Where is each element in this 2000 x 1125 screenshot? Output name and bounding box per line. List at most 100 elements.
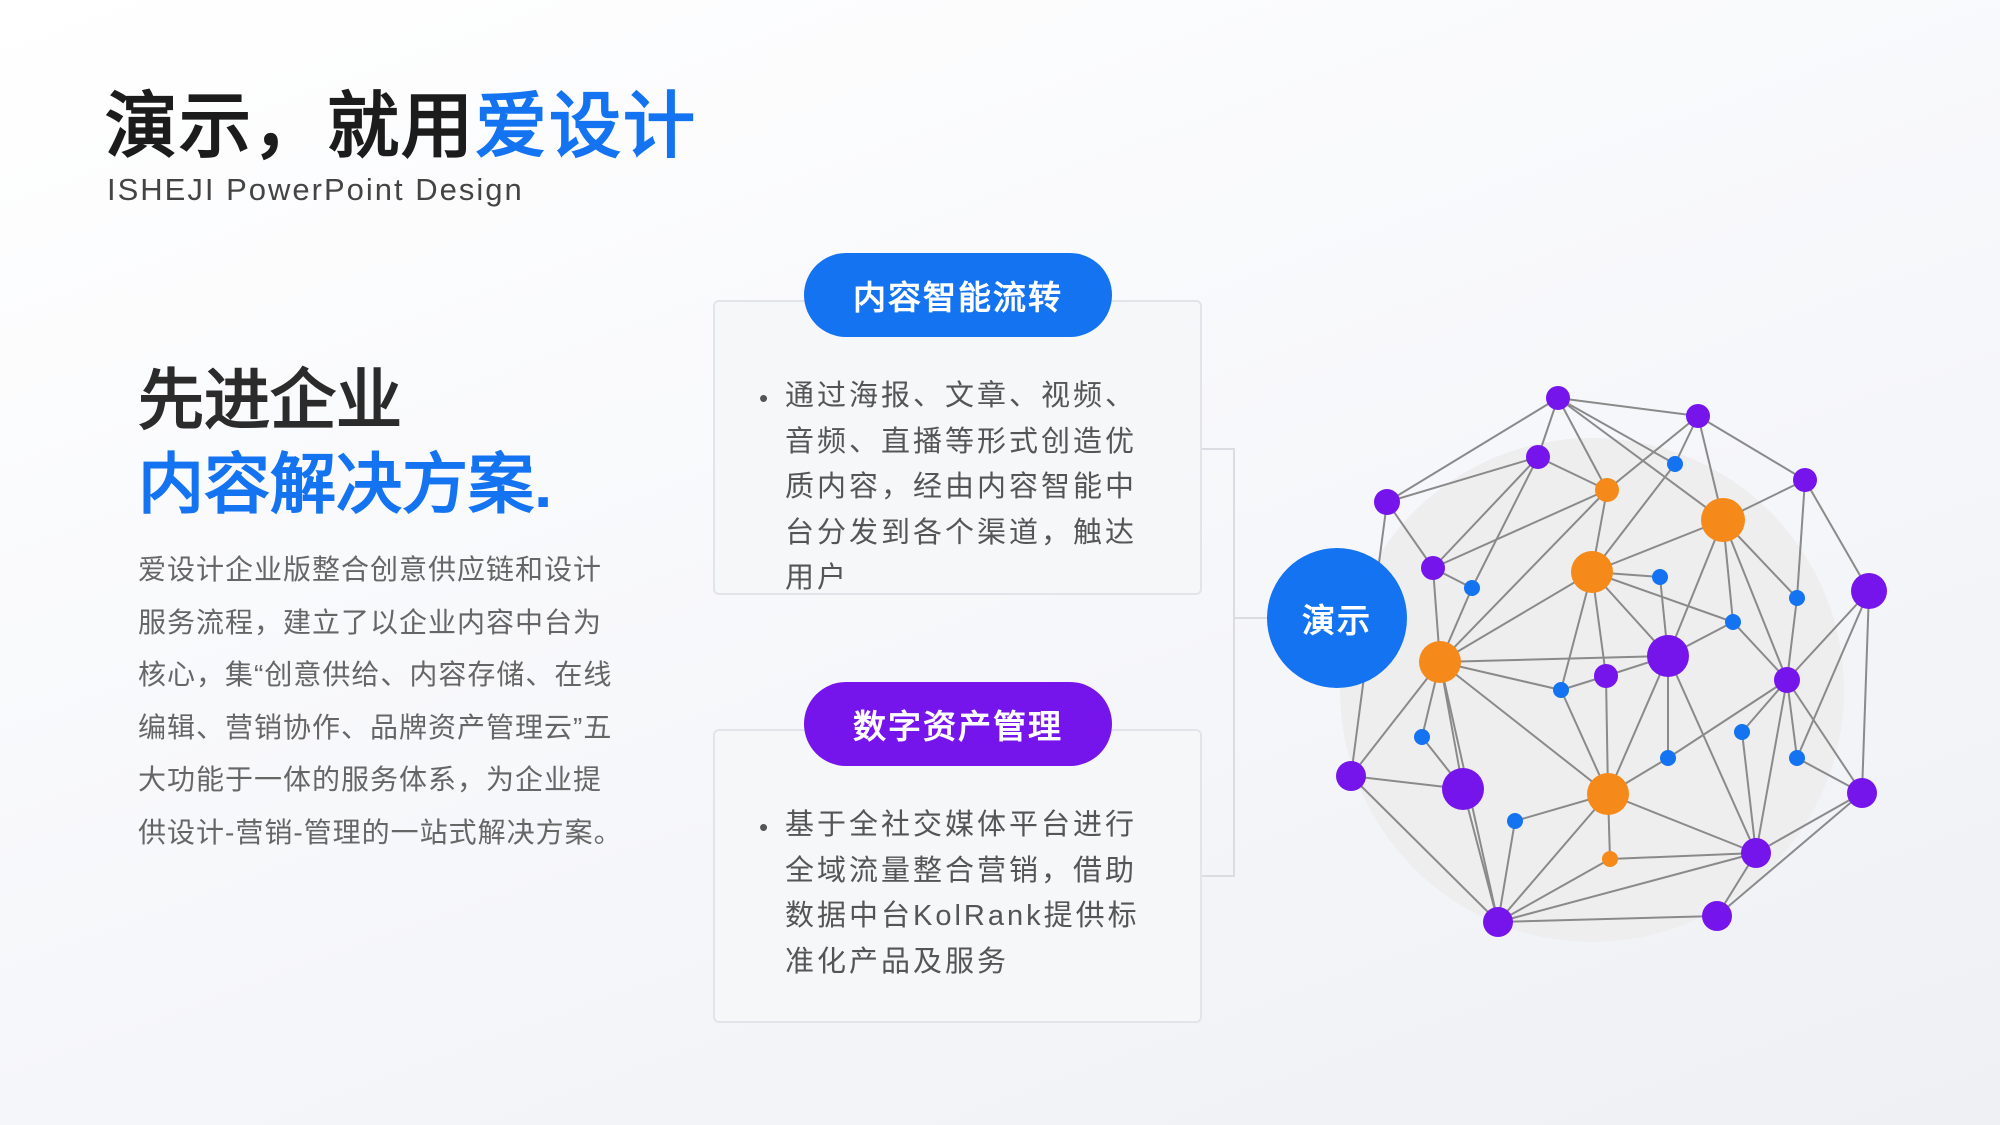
network-edge [1557,397,1724,521]
network-edge [1471,456,1539,589]
network-edge [1786,597,1798,681]
network-node [1587,773,1629,815]
card-bullet-text: 基于全社交媒体平台进行全域流量整合营销，借助数据中台KolRank提供标准化产品… [785,809,1140,978]
network-node [1526,445,1550,469]
title-accent: 爱设计 [475,87,698,167]
network-node [1594,664,1618,688]
network-edge [1497,852,1757,923]
network-edge [1432,489,1608,569]
network-edge [1786,679,1798,759]
network-edge [1697,415,1806,481]
network-node [1419,641,1461,683]
network-edge [1557,397,1699,417]
network-node [1789,750,1805,766]
network-edge [1667,519,1724,657]
network-edge [1557,397,1608,491]
bullet-icon: • [759,383,769,413]
network-node [1483,907,1513,937]
network-edge [1497,915,1718,923]
network-edge [1386,397,1559,503]
intro-description: 爱设计企业版整合创意供应链和设计服务流程，建立了以企业内容中台为核心，集“创意供… [138,554,623,848]
section-headline: 先进企业 内容解决方案. [138,358,552,526]
network-node [1595,478,1619,502]
network-edge [1439,571,1593,663]
network-node [1553,682,1569,698]
network-edge [1386,456,1539,503]
hub-node: 演示 [1267,548,1407,688]
network-edge [1439,655,1669,663]
network-edge [1350,775,1499,923]
network-edge [1497,820,1516,923]
network-edge [1537,456,1608,491]
network-node [1701,498,1745,542]
network-edge [1606,415,1699,491]
network-node [1414,729,1430,745]
network-edge [1386,501,1434,569]
network-node [1774,667,1800,693]
network-edge [1497,858,1611,923]
card-title-content-flow: 内容智能流转 [804,253,1112,337]
bullet-icon: • [759,812,769,842]
network-edge [1462,788,1499,923]
network-edge [1804,479,1870,592]
network-edge [1755,679,1788,854]
page-subtitle: ISHEJI PowerPoint Design [107,172,524,207]
network-node [1602,851,1618,867]
network-node [1725,614,1741,630]
network-node [1336,761,1366,791]
card-title-asset-management: 数字资产管理 [804,682,1112,766]
card-connector [1202,448,1235,877]
network-edge [1607,793,1757,854]
network-node [1686,404,1710,428]
network-edge [1432,456,1539,569]
network-node [1667,456,1683,472]
network-edge [1591,571,1734,623]
network-node [1421,556,1445,580]
network-edge [1439,489,1608,663]
network-node [1793,468,1817,492]
network-node [1442,768,1484,810]
network-backdrop [1340,438,1844,942]
network-edge [1716,792,1863,917]
network-node [1374,489,1400,515]
network-edge [1609,852,1757,860]
card-content-flow: • 通过海报、文章、视频、音频、直播等形式创造优质内容，经由内容智能中台分发到各… [713,300,1202,595]
network-edge [1439,661,1609,795]
network-node [1647,635,1689,677]
page-title: 演示，就用爱设计 [105,87,698,167]
headline-line1: 先进企业 [138,363,402,437]
network-edge [1741,731,1757,854]
network-edge [1786,590,1870,681]
network-edge [1607,655,1669,795]
network-edge [1796,590,1870,759]
network-edge [1497,793,1609,923]
network-node [1741,838,1771,868]
headline-line2: 内容解决方案. [138,447,553,521]
network-node [1464,580,1480,596]
network-node [1546,386,1570,410]
network-edge [1667,679,1788,759]
network-node [1847,778,1877,808]
network-edge [1755,792,1863,854]
network-node [1507,813,1523,829]
network-edge [1591,463,1676,573]
network-node [1734,724,1750,740]
hub-connector [1233,617,1270,619]
network-node [1702,901,1732,931]
network-edge [1722,519,1788,681]
network-edge [1861,590,1870,794]
network-edge [1796,479,1806,599]
card-asset-management: • 基于全社交媒体平台进行全域流量整合营销，借助数据中台KolRank提供标准化… [713,729,1202,1023]
network-edge [1732,621,1788,681]
network-node [1789,590,1805,606]
network-node [1652,569,1668,585]
network-node [1851,573,1887,609]
network-edge [1557,397,1676,465]
network-node [1660,750,1676,766]
network-node [1571,551,1613,593]
network-edge [1667,655,1757,854]
network-edge [1786,679,1863,794]
title-prefix: 演示，就用 [105,87,476,167]
network-edge [1350,661,1441,777]
